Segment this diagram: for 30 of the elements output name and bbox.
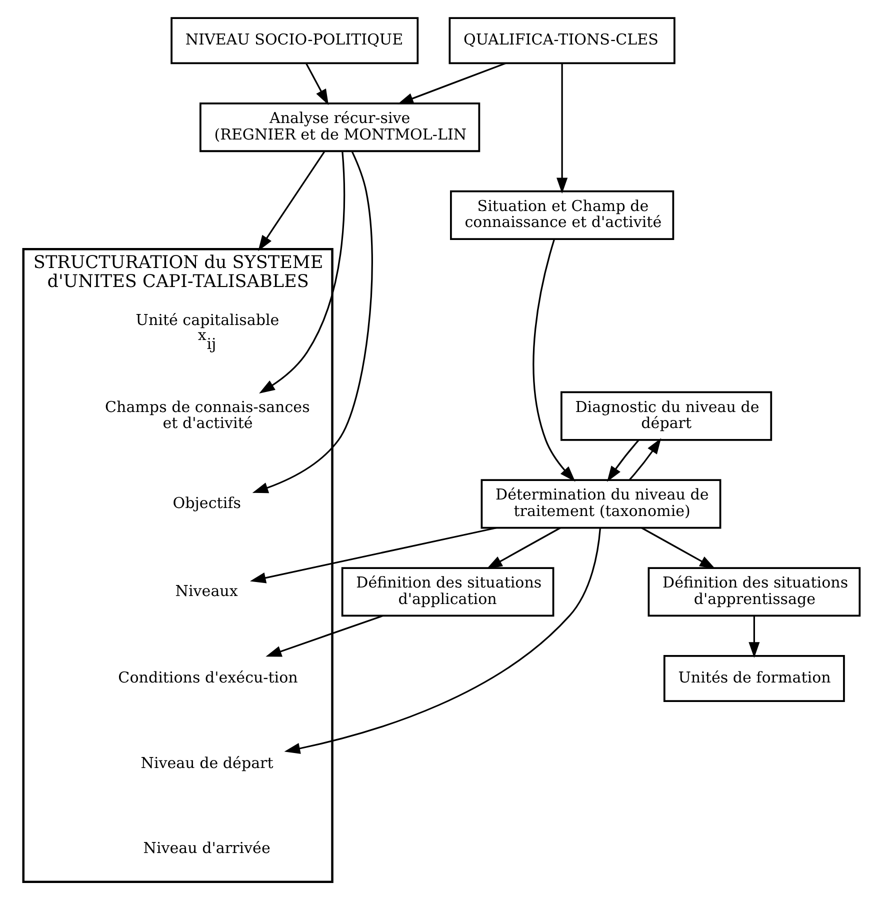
arrow — [748, 616, 760, 658]
node-text: Objectifs — [172, 493, 241, 512]
arrow — [486, 526, 561, 569]
node-box: QUALIFICA-TIONS-CLES — [448, 16, 676, 64]
node-text: Conditions d'exécu-tion — [118, 668, 298, 686]
arrow — [398, 62, 506, 104]
arrow — [628, 438, 662, 480]
arrow — [252, 150, 373, 493]
arrow — [284, 527, 602, 754]
node-box: Détermination du niveau de traitement (taxonomie) — [480, 478, 722, 528]
node-text: Niveau de départ — [140, 753, 274, 772]
node-text: Champs de connais-sances et d'activité — [105, 397, 310, 432]
node-text: Niveaux — [175, 581, 238, 600]
arrow — [607, 439, 640, 482]
node-box: Analyse récur-sive (REGNIER et de MONTMOL-LIN — [199, 102, 480, 152]
node-box: Unités de formation — [663, 654, 845, 702]
arrow — [532, 238, 576, 482]
node-box: Situation et Champ de connaissance et d'activité — [450, 190, 674, 240]
arrow — [306, 62, 329, 105]
node-text: Niveau d'arrivée — [143, 838, 270, 857]
arrow — [259, 150, 346, 393]
arrow — [250, 526, 497, 583]
arrow — [641, 526, 716, 569]
node-box: Définition des situations d'apprentissage — [648, 566, 861, 616]
arrow — [258, 150, 326, 251]
node-box: Définition des situations d'application — [341, 566, 554, 616]
node-box: Diagnostic du niveau de départ — [560, 390, 772, 440]
arrow — [266, 614, 384, 656]
node-box: NIVEAU SOCIO-POLITIQUE — [170, 16, 419, 64]
arrow — [556, 62, 568, 194]
